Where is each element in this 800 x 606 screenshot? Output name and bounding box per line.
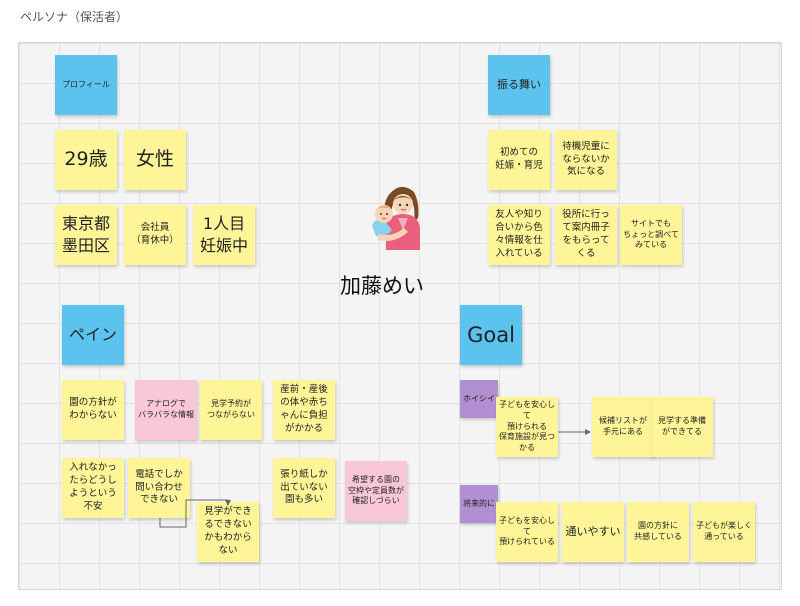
pain-note-7[interactable]: 見学ができ るできない かもわから ない bbox=[197, 502, 259, 562]
behavior-note-2[interactable]: 待機児童に ならないか 気になる bbox=[555, 130, 617, 190]
mother-holding-baby-illustration bbox=[372, 186, 420, 250]
pain-note-8[interactable]: 張り紙しか 出ていない 園も多い bbox=[273, 458, 335, 518]
section-behavior-note[interactable]: 振る舞い bbox=[488, 55, 550, 115]
section-pain-note[interactable]: ペイン bbox=[62, 305, 124, 365]
pain-note-4[interactable]: 産前・産後 の体や赤ち ゃんに負担 がかかる bbox=[273, 380, 335, 440]
section-goal-note[interactable]: Goal bbox=[460, 305, 522, 365]
profile-job-note[interactable]: 会社員 （育休中） bbox=[124, 205, 186, 265]
future-note-1[interactable]: 子どもを安心して 預けられている bbox=[496, 502, 558, 562]
behavior-note-4[interactable]: 役所に行っ て案内冊子 をもらって くる bbox=[555, 205, 617, 265]
pain-note-2[interactable]: アナログで バラバラな情報 bbox=[135, 380, 197, 440]
want-note-1[interactable]: 子どもを安心して 預けられる 保育施設が見つかる bbox=[496, 397, 558, 457]
future-label-note[interactable]: 将来的に bbox=[460, 485, 498, 523]
persona-name[interactable]: 加藤めい bbox=[340, 274, 424, 298]
pain-connector-arrow bbox=[159, 499, 231, 528]
profile-location-note[interactable]: 東京都 墨田区 bbox=[55, 205, 117, 265]
profile-child-note[interactable]: 1人目 妊娠中 bbox=[193, 205, 255, 265]
pain-note-5[interactable]: 入れなかっ たらどうし ようという 不安 bbox=[62, 458, 124, 518]
pain-note-6[interactable]: 電話でしか 問い合わせ できない bbox=[128, 458, 190, 518]
profile-age-note[interactable]: 29歳 bbox=[55, 130, 117, 190]
frame-label: ペルソナ（保活者） bbox=[20, 10, 129, 24]
want-note-2[interactable]: 候補リストが 手元にある bbox=[592, 397, 654, 457]
behavior-note-1[interactable]: 初めての 妊娠・育児 bbox=[488, 130, 550, 190]
behavior-note-5[interactable]: サイトでも ちょっと調べて みている bbox=[620, 205, 682, 265]
profile-gender-note[interactable]: 女性 bbox=[124, 130, 186, 190]
future-note-4[interactable]: 子どもが楽しく 通っている bbox=[693, 502, 755, 562]
want-label-note[interactable]: ホイシイ bbox=[460, 380, 498, 418]
future-note-3[interactable]: 園の方針に 共感している bbox=[627, 502, 689, 562]
behavior-note-3[interactable]: 友人や知り 合いから色 々情報を仕 入れている bbox=[488, 205, 550, 265]
want-note-3[interactable]: 見学する準備 ができてる bbox=[651, 397, 713, 457]
pain-note-9[interactable]: 希望する園の 空枠や定員数が 確認しづらい bbox=[345, 461, 407, 521]
pain-note-1[interactable]: 園の方針が わからない bbox=[62, 380, 124, 440]
future-note-2[interactable]: 通いやすい bbox=[562, 502, 624, 562]
pain-note-3[interactable]: 見学予約が つながらない bbox=[200, 380, 262, 440]
section-profile-note[interactable]: プロフィール bbox=[55, 55, 117, 115]
